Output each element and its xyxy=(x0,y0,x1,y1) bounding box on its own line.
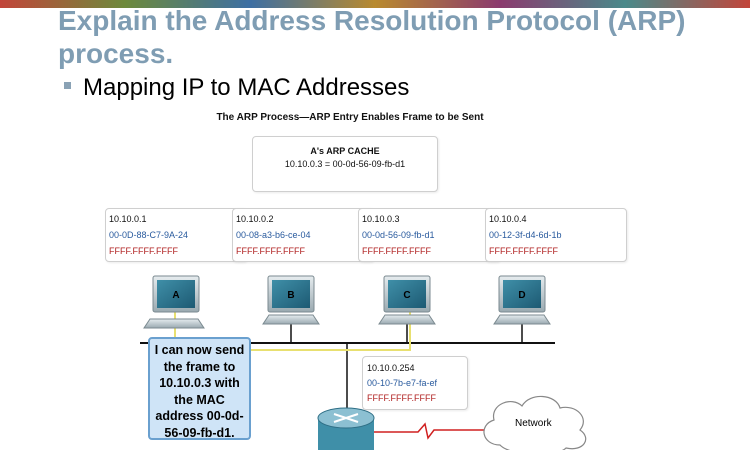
host-a-info: 10.10.0.1 00-0D-88-C7-9A-24 FFFF.FFFF.FF… xyxy=(105,208,247,262)
host-a-mac: 00-0D-88-C7-9A-24 xyxy=(109,230,189,240)
router-broadcast: FFFF.FFFF.FFFF xyxy=(367,393,436,403)
callout-line: I can now send xyxy=(154,343,245,357)
arp-cache-title: A's ARP CACHE xyxy=(310,146,380,156)
host-d-info: 10.10.0.4 00-12-3f-d4-6d-1b FFFF.FFFF.FF… xyxy=(485,208,627,262)
pc-d-label: D xyxy=(518,290,525,301)
router-info: 10.10.0.254 00-10-7b-e7-fa-ef FFFF.FFFF.… xyxy=(362,356,468,410)
host-b-mac: 00-08-a3-b6-ce-04 xyxy=(236,230,311,240)
network-cloud-icon xyxy=(483,395,587,450)
callout-line: 56-09-fb-d1. xyxy=(164,425,235,440)
callout-line: the frame to xyxy=(163,359,236,374)
arp-cache-box: A's ARP CACHE 10.10.0.3 = 00-0d-56-09-fb… xyxy=(252,136,438,192)
router-mac: 00-10-7b-e7-fa-ef xyxy=(367,378,438,388)
host-a-ip: 10.10.0.1 xyxy=(109,214,147,224)
host-c-info: 10.10.0.3 00-0d-56-09-fb-d1 FFFF.FFFF.FF… xyxy=(358,208,500,262)
pc-a-label: A xyxy=(172,290,179,301)
host-c-ip: 10.10.0.3 xyxy=(362,214,400,224)
callout-line: the MAC xyxy=(174,392,225,407)
host-d-mac: 00-12-3f-d4-6d-1b xyxy=(489,230,562,240)
arp-cache-entry: 10.10.0.3 = 00-0d-56-09-fb-d1 xyxy=(284,159,406,169)
host-d-ip: 10.10.0.4 xyxy=(489,214,527,224)
bullet-text: Mapping IP to MAC Addresses xyxy=(83,74,410,101)
host-b-broadcast: FFFF.FFFF.FFFF xyxy=(236,246,305,256)
slide-top-banner xyxy=(0,0,750,8)
host-a-broadcast: FFFF.FFFF.FFFF xyxy=(109,246,178,256)
pc-d-icon: D xyxy=(493,275,551,325)
router-ip: 10.10.0.254 xyxy=(367,363,415,373)
bullet-square-icon xyxy=(64,82,71,90)
callout-line: address 00-0d- xyxy=(155,409,244,424)
network-cloud-label: Network xyxy=(515,418,552,429)
host-c-mac: 00-0d-56-09-fb-d1 xyxy=(362,230,435,240)
pc-c-icon: C xyxy=(378,275,436,325)
pc-b-label: B xyxy=(287,290,294,301)
host-b-ip: 10.10.0.2 xyxy=(236,214,274,224)
callout-line: 10.10.0.3 with xyxy=(159,376,240,391)
pc-b-icon: B xyxy=(262,275,320,325)
host-d-broadcast: FFFF.FFFF.FFFF xyxy=(489,246,558,256)
bullet-item: Mapping IP to MAC Addresses xyxy=(64,74,409,102)
pc-c-label: C xyxy=(403,290,410,301)
wan-link xyxy=(374,422,486,440)
host-c-broadcast: FFFF.FFFF.FFFF xyxy=(362,246,431,256)
router-icon xyxy=(317,407,375,450)
slide-title: Explain the Address Resolution Protocol … xyxy=(58,5,686,69)
pc-a-icon: A xyxy=(143,275,205,329)
diagram-caption: The ARP Process—ARP Entry Enables Frame … xyxy=(216,112,484,123)
host-a-speech-callout: I can now send the frame to 10.10.0.3 wi… xyxy=(148,337,251,440)
host-b-info: 10.10.0.2 00-08-a3-b6-ce-04 FFFF.FFFF.FF… xyxy=(232,208,374,262)
